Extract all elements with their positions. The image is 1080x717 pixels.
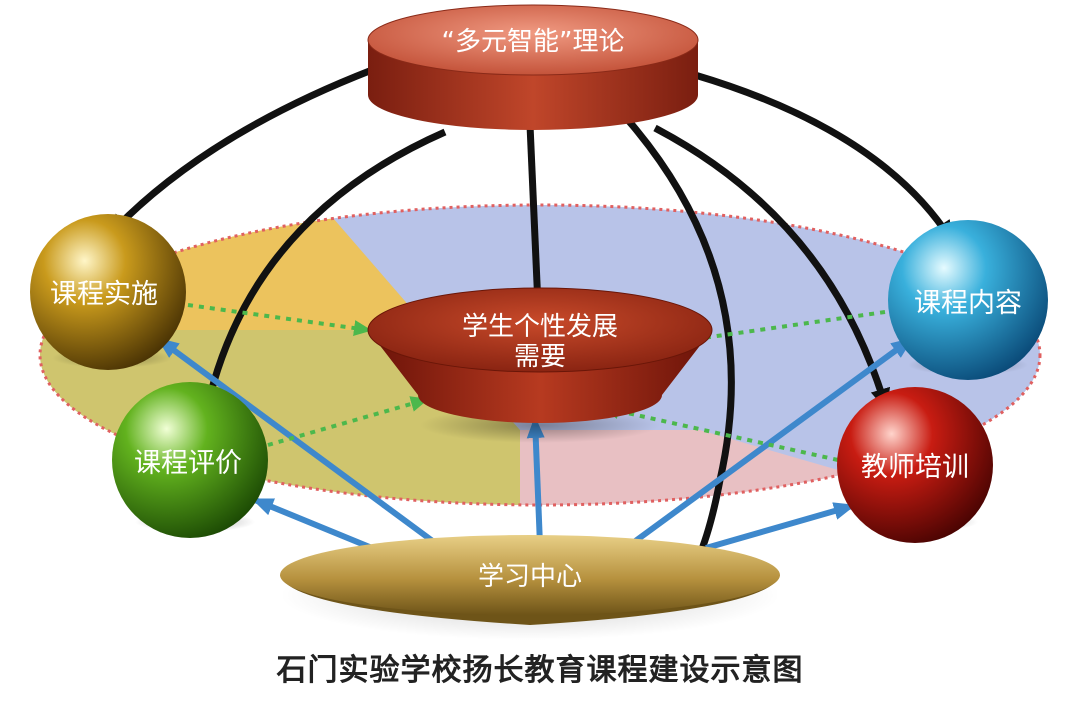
arrow-learning-to-implementation bbox=[156, 337, 440, 548]
sphere-teacher-training: 教师培训 bbox=[837, 387, 993, 543]
sphere-curriculum-content: 课程内容 bbox=[888, 220, 1048, 380]
blue-arrows bbox=[156, 337, 914, 551]
teacher-training-label: 教师培训 bbox=[861, 452, 969, 483]
theory-label: “多元智能”理论 bbox=[442, 27, 625, 57]
arrow-theory-to-teacher-training bbox=[653, 124, 891, 411]
curriculum-content-label: 课程内容 bbox=[914, 288, 1022, 319]
sphere-curriculum-implementation: 课程实施 bbox=[30, 214, 186, 370]
arrow-implementation-to-center bbox=[187, 303, 372, 336]
center-platform: 学生个性发展 需要 bbox=[367, 287, 713, 443]
curriculum-implementation-label: 课程实施 bbox=[50, 279, 158, 310]
sphere-curriculum-evaluation: 课程评价 bbox=[112, 382, 268, 538]
arrow-learning-to-content bbox=[628, 337, 914, 548]
theory-cylinder: “多元智能”理论 bbox=[367, 4, 699, 130]
learning-center-disc: 学习中心 bbox=[280, 535, 780, 640]
learning-center-label: 学习中心 bbox=[478, 562, 582, 592]
arrow-theory-to-center bbox=[526, 124, 548, 312]
arrow-theory-to-content bbox=[694, 71, 954, 244]
diagram-caption: 石门实验学校扬长教育课程建设示意图 bbox=[276, 653, 804, 688]
arrow-learning-to-teacher-training bbox=[705, 502, 856, 551]
arrow-learning-to-evaluation bbox=[251, 497, 374, 551]
arrow-theory-to-implementation bbox=[107, 66, 374, 237]
arrow-theory-to-evaluation bbox=[198, 128, 447, 424]
center-label-line1: 学生个性发展 bbox=[462, 312, 618, 342]
center-label-line2: 需要 bbox=[514, 342, 566, 372]
curriculum-evaluation-label: 课程评价 bbox=[134, 448, 242, 479]
arrow-evaluation-to-center bbox=[267, 396, 429, 447]
